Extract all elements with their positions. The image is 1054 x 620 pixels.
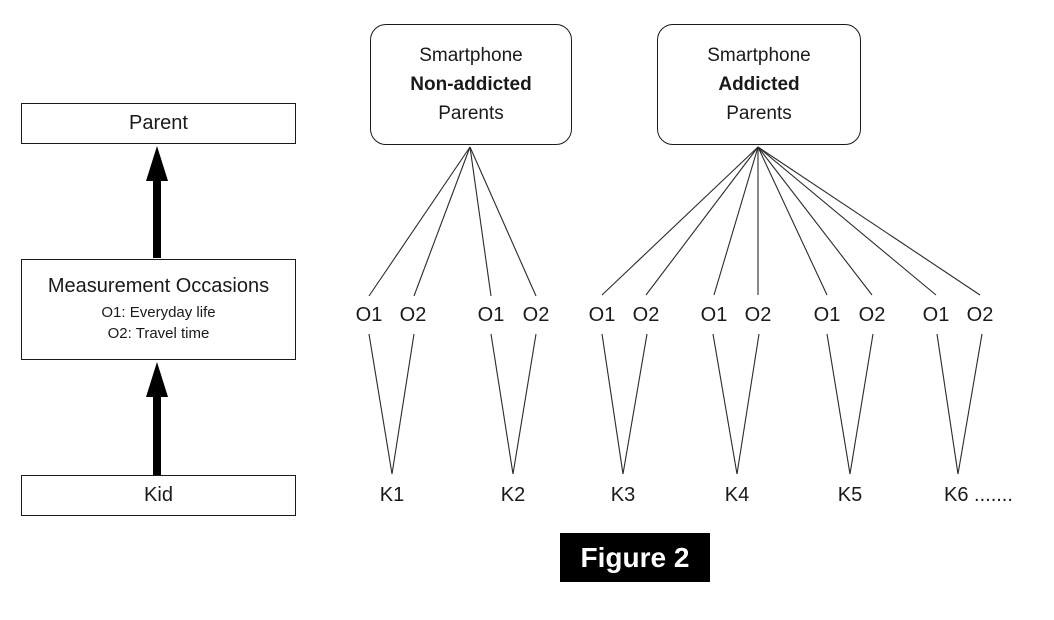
occasion-label: O2 [744, 304, 772, 326]
kid-label-continued: K6 ....... [944, 484, 1013, 506]
occasion-label: O1 [700, 304, 728, 326]
arrow-up-kid-to-measurement-icon [146, 362, 168, 475]
occasion-label: O1 [813, 304, 841, 326]
kid-label: K4 [724, 484, 750, 506]
addicted-box-line3: Parents [726, 103, 792, 124]
kid-label: K1 [379, 484, 405, 506]
figure-caption-text: Figure 2 [580, 541, 690, 573]
kid-label: K2 [500, 484, 526, 506]
occasion-label: O2 [858, 304, 886, 326]
occasion-to-kid-lines [368, 333, 983, 475]
kid-label: K5 [837, 484, 863, 506]
occasion-label: O2 [399, 304, 427, 326]
parent-box: Parent [21, 103, 296, 144]
occasion-label: O1 [588, 304, 616, 326]
occasion-label: O2 [966, 304, 994, 326]
measurement-occasions-box: Measurement Occasions O1: Everyday life … [21, 259, 296, 360]
occasion-label: O1 [355, 304, 383, 326]
arrow-up-measurement-to-parent-icon [146, 146, 168, 258]
nonaddicted-parents-box: Smartphone Non-addicted Parents [370, 24, 572, 145]
addicted-box-line1: Smartphone [707, 45, 811, 66]
parent-box-label: Parent [129, 112, 188, 134]
occasion-label: O1 [477, 304, 505, 326]
occasion-label: O1 [922, 304, 950, 326]
measurement-occasions-title: Measurement Occasions [47, 275, 270, 297]
occasion-1-definition: O1: Everyday life [101, 304, 216, 321]
occasion-2-definition: O2: Travel time [107, 325, 210, 342]
fan-lines-addicted [601, 146, 981, 296]
nonaddicted-box-line1: Smartphone [419, 45, 523, 66]
kid-box-label: Kid [144, 484, 173, 506]
occasion-label: O2 [522, 304, 550, 326]
addicted-parents-box: Smartphone Addicted Parents [657, 24, 861, 145]
kid-box: Kid [21, 475, 296, 516]
occasion-label: O2 [632, 304, 660, 326]
nonaddicted-box-line2: Non-addicted [410, 74, 532, 95]
figure-caption-box: Figure 2 [560, 533, 710, 582]
fan-lines-nonaddicted [368, 146, 537, 297]
addicted-box-line2: Addicted [718, 74, 800, 95]
nonaddicted-box-line3: Parents [438, 103, 504, 124]
kid-label: K3 [610, 484, 636, 506]
